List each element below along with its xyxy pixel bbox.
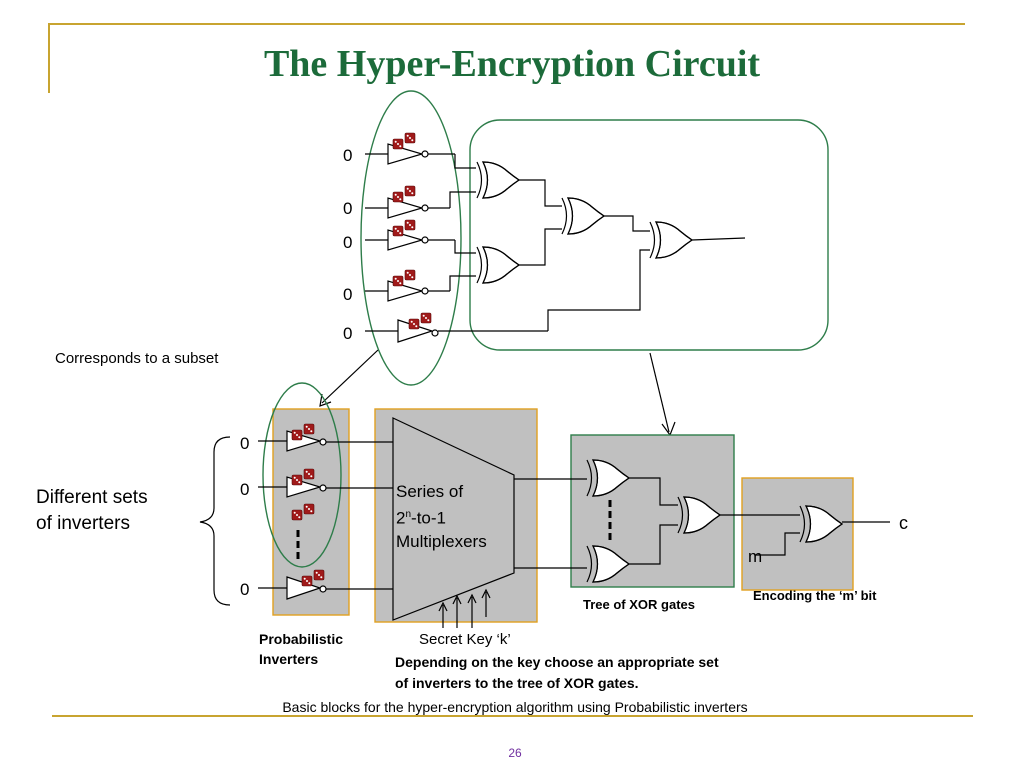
bottom-rule [52,715,973,717]
different-sets-label-line1: Different sets [36,487,148,508]
description-line1: Depending on the key choose an appropria… [395,654,719,670]
top-inverter-2 [365,197,450,219]
bottom-input-2: 0 [240,480,250,499]
mux-label-line3: Multiplexers [396,531,487,551]
mux-label-base: 2 [396,508,406,528]
bottom-input-1: 0 [240,434,250,453]
xor-tree-label: Tree of XOR gates [583,597,695,612]
left-brace [199,436,231,606]
top-xor-gate-c [561,197,606,235]
slide-caption: Basic blocks for the hyper-encryption al… [282,699,748,715]
description-line2: of inverters to the tree of XOR gates. [395,675,639,691]
bottom-xor-gate-1 [586,459,631,497]
bottom-xor-gate-3 [677,496,722,534]
slide-title: The Hyper-Encryption Circuit [263,43,761,85]
top-inverter-4 [365,280,450,302]
top-rule [48,23,965,25]
top-inverter-1 [365,143,455,165]
encoding-block [741,477,854,591]
multiplexer-label: Series of 2n-to-1 Multiplexers [396,480,487,553]
mux-label-line1: Series of [396,482,464,501]
bottom-xor-gate-2 [586,545,631,583]
output-c-label: c [899,513,908,533]
top-xor-tree-box [469,119,829,351]
top-circuit-group [360,90,829,386]
secret-key-label: Secret Key ‘k’ [419,631,511,648]
probabilistic-label-line1: Probabilistic [259,631,344,647]
top-inverter-3 [365,229,455,251]
bottom-input-3: 0 [240,580,250,599]
top-input-1: 0 [343,146,353,165]
top-xor-gate-d [649,221,694,259]
different-sets-label-line2: of inverters [36,513,130,534]
top-input-4: 0 [343,285,353,304]
page-number: 26 [508,746,522,760]
top-xor-gate-b [476,246,521,284]
secret-key-arrows [438,588,491,628]
multiplexer-shape [392,417,515,621]
side-rule [48,23,50,93]
top-inverter-ellipse [360,90,462,386]
probabilistic-label-line2: Inverters [259,651,319,667]
encoding-xor-gate [799,505,844,543]
mux-label-line2: 2n-to-1 [396,503,487,530]
mux-label-rest: -to-1 [411,508,446,528]
mux-label-sup: n [405,509,412,520]
top-dice-icons [393,133,431,329]
m-input-label: m [748,547,763,566]
top-input-3: 0 [343,233,353,252]
top-xor-gate-a [476,161,521,199]
subset-label: Corresponds to a subset [55,350,219,367]
bottom-inverter-ellipse [262,382,342,568]
top-inverter-5 [365,319,548,343]
top-input-2: 0 [343,199,353,218]
encoding-label: Encoding the ‘m’ bit [753,588,877,603]
top-input-5: 0 [343,324,353,343]
